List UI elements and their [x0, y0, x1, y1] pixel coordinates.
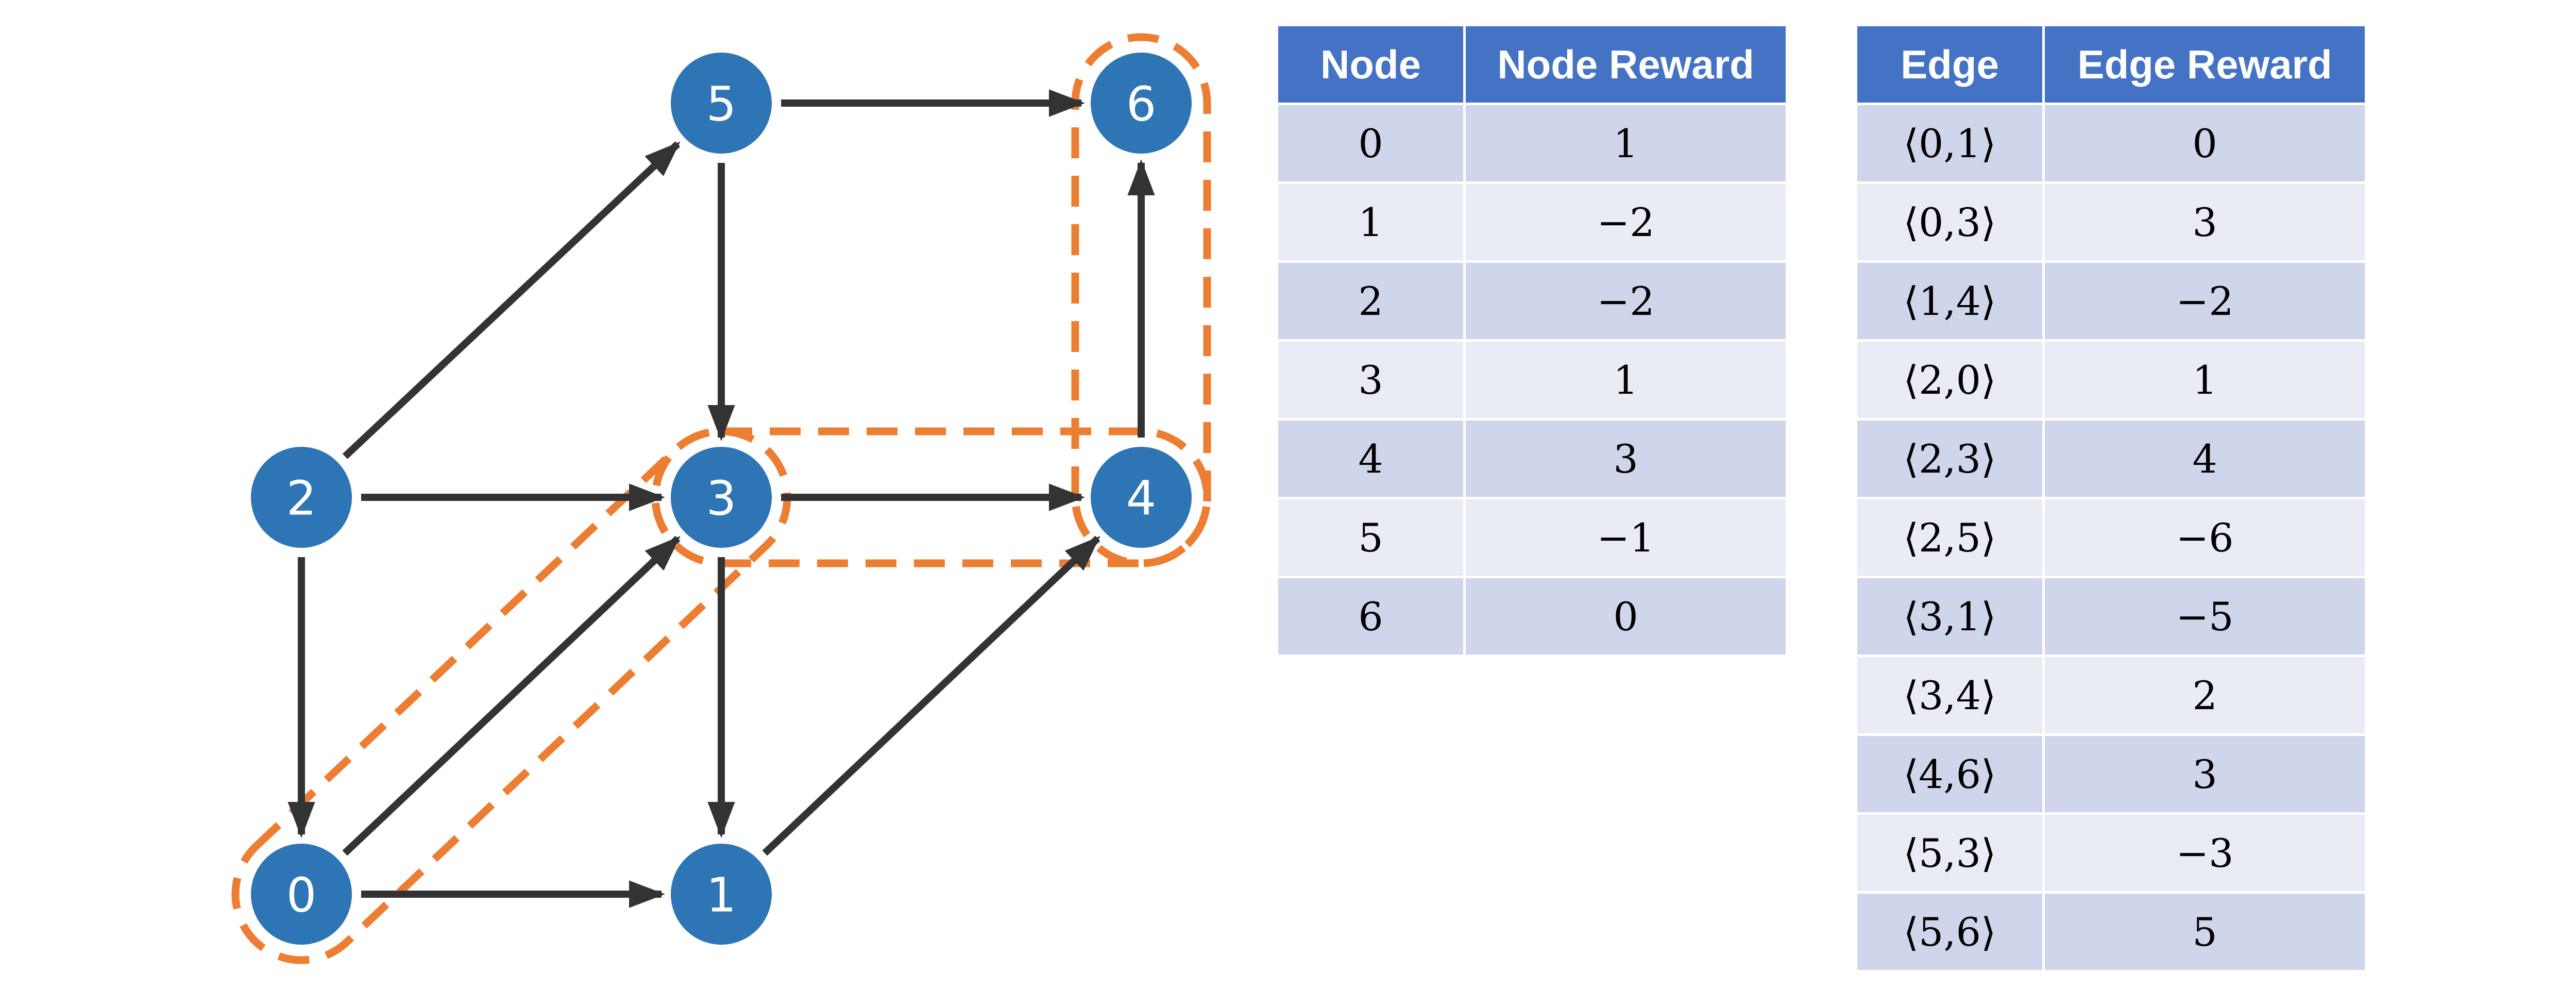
- node-circle: [671, 447, 772, 548]
- edge-arrow-2-5: [342, 141, 681, 459]
- table-row: ⟨2,5⟩−6: [1855, 497, 2367, 578]
- node-circle: [1091, 447, 1192, 548]
- edge-reward-cell: 4: [2042, 418, 2367, 499]
- table-row: ⟨5,6⟩5: [1855, 891, 2367, 973]
- edge-reward-cell: 1: [2042, 339, 2367, 421]
- node-circle: [1091, 53, 1192, 154]
- edge-reward-cell: −6: [2042, 497, 2367, 578]
- node-reward-column-header: Node Reward: [1463, 24, 1788, 105]
- graph-node-3: 3: [671, 447, 772, 548]
- edge-reward-cell: 3: [2042, 733, 2367, 815]
- edge-reward-table: Edge Edge Reward ⟨0,1⟩0 ⟨0,3⟩3 ⟨1,4⟩−2 ⟨…: [1855, 24, 2367, 973]
- node-label: 0: [286, 868, 317, 923]
- graph-node-4: 4: [1091, 447, 1192, 548]
- edge-table-header-row: Edge Edge Reward: [1855, 24, 2367, 105]
- node-cell: 6: [1276, 576, 1466, 657]
- edge-cell: ⟨0,1⟩: [1855, 103, 2045, 184]
- edge-reward-cell: −5: [2042, 576, 2367, 657]
- node-cell: 1: [1276, 181, 1466, 263]
- node-cell: 2: [1276, 260, 1466, 342]
- node-cell: 3: [1276, 339, 1466, 421]
- edge-cell: ⟨2,3⟩: [1855, 418, 2045, 499]
- graph-diagram: 0 1 2 3 4 5 6: [231, 33, 1211, 964]
- edge-column-header: Edge: [1855, 24, 2045, 105]
- node-group: 0 1 2 3 4 5 6: [251, 53, 1192, 945]
- node-reward-cell: 1: [1463, 103, 1788, 184]
- node-cell: 4: [1276, 418, 1466, 499]
- edge-reward-cell: 0: [2042, 103, 2367, 184]
- edge-cell: ⟨3,4⟩: [1855, 655, 2045, 736]
- edge-reward-column-header: Edge Reward: [2042, 24, 2367, 105]
- edge-cell: ⟨5,3⟩: [1855, 812, 2045, 894]
- table-row: ⟨3,4⟩2: [1855, 655, 2367, 736]
- highlight-segment: [231, 427, 791, 964]
- edge-cell: ⟨0,3⟩: [1855, 181, 2045, 263]
- highlight-segment: [651, 427, 1211, 567]
- table-row: ⟨2,3⟩4: [1855, 418, 2367, 499]
- edge-cell: ⟨5,6⟩: [1855, 891, 2045, 973]
- edge-cell: ⟨3,1⟩: [1855, 576, 2045, 657]
- table-row: ⟨0,1⟩0: [1855, 103, 2367, 184]
- highlight-segment: [1071, 33, 1211, 567]
- edge-reward-cell: −3: [2042, 812, 2367, 894]
- table-row: ⟨5,3⟩−3: [1855, 812, 2367, 894]
- node-reward-cell: −2: [1463, 181, 1788, 263]
- node-circle: [671, 53, 772, 154]
- table-row: ⟨3,1⟩−5: [1855, 576, 2367, 657]
- node-reward-cell: 1: [1463, 339, 1788, 421]
- node-label: 1: [706, 868, 737, 923]
- node-label: 2: [286, 471, 317, 526]
- edge-cell: ⟨2,5⟩: [1855, 497, 2045, 578]
- table-row: 1−2: [1276, 181, 1788, 263]
- graph-node-2: 2: [251, 447, 352, 548]
- table-row: ⟨0,3⟩3: [1855, 181, 2367, 263]
- table-row: 2−2: [1276, 260, 1788, 342]
- graph-node-6: 6: [1091, 53, 1192, 154]
- node-circle: [251, 447, 352, 548]
- edge-group: [287, 89, 1155, 908]
- node-reward-cell: 0: [1463, 576, 1788, 657]
- edge-arrow-1-4: [762, 535, 1100, 856]
- node-cell: 0: [1276, 103, 1466, 184]
- table-row: ⟨1,4⟩−2: [1855, 260, 2367, 342]
- node-reward-cell: −1: [1463, 497, 1788, 578]
- edge-reward-cell: −2: [2042, 260, 2367, 342]
- node-circle: [251, 844, 352, 945]
- node-label: 5: [706, 77, 737, 132]
- edge-reward-cell: 5: [2042, 891, 2367, 973]
- table-row: ⟨2,0⟩1: [1855, 339, 2367, 421]
- node-label: 4: [1126, 471, 1157, 526]
- node-reward-cell: −2: [1463, 260, 1788, 342]
- node-label: 3: [706, 471, 737, 526]
- node-reward-cell: 3: [1463, 418, 1788, 499]
- edge-arrow-0-3: [342, 535, 681, 856]
- edge-cell: ⟨2,0⟩: [1855, 339, 2045, 421]
- node-label: 6: [1126, 77, 1157, 132]
- edge-cell: ⟨1,4⟩: [1855, 260, 2045, 342]
- graph-node-1: 1: [671, 844, 772, 945]
- edge-reward-cell: 3: [2042, 181, 2367, 263]
- table-row: ⟨4,6⟩3: [1855, 733, 2367, 815]
- edge-reward-cell: 2: [2042, 655, 2367, 736]
- graph-node-5: 5: [671, 53, 772, 154]
- graph-node-0: 0: [251, 844, 352, 945]
- node-table-header-row: Node Node Reward: [1276, 24, 1788, 105]
- node-column-header: Node: [1276, 24, 1466, 105]
- highlighted-path: [231, 33, 1211, 964]
- node-circle: [671, 844, 772, 945]
- table-row: 5−1: [1276, 497, 1788, 578]
- edge-cell: ⟨4,6⟩: [1855, 733, 2045, 815]
- node-cell: 5: [1276, 497, 1466, 578]
